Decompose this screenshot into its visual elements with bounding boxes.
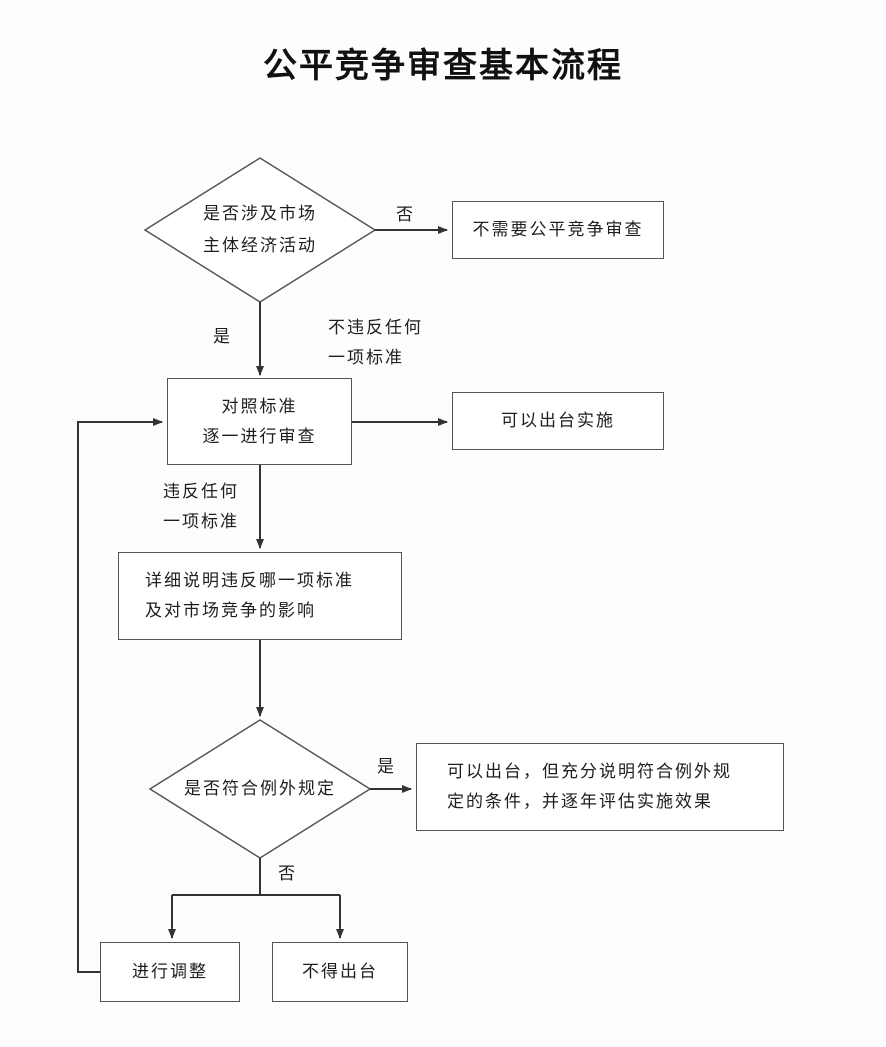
node-no-review-label: 不需要公平竞争审查 [472,220,644,240]
edge-label-yes-1: 是 [213,327,232,347]
node-adjust-label: 进行调整 [132,962,208,982]
edge-label-violation: 违反任何 一项标准 [163,482,239,532]
node-no-review: 不需要公平竞争审查 [452,201,664,259]
edge-label-no-2: 否 [278,864,297,884]
decision-market-text: 是否涉及市场 主体经济活动 [203,204,317,256]
node-exception-ok-label: 可以出台，但充分说明符合例外规 定的条件，并逐年评估实施效果 [447,762,732,812]
node-exception-ok: 可以出台，但充分说明符合例外规 定的条件，并逐年评估实施效果 [416,743,784,831]
node-compare-standards-label: 对照标准 逐一进行审查 [202,396,317,447]
node-adjust: 进行调整 [100,942,240,1002]
edge-label-yes-2: 是 [377,757,396,777]
edge-label-no-1: 否 [396,205,415,225]
node-not-allowed-label: 不得出台 [302,962,378,982]
node-explain-violation: 详细说明违反哪一项标准 及对市场竞争的影响 [118,552,402,640]
arrow-adjust-loopback [77,418,163,973]
page-title: 公平竞争审查基本流程 [263,46,623,86]
node-not-allowed: 不得出台 [272,942,408,1002]
node-can-implement: 可以出台实施 [452,392,664,450]
node-compare-standards: 对照标准 逐一进行审查 [167,378,352,465]
node-can-implement-label: 可以出台实施 [501,411,615,431]
edge-label-no-violation: 不违反任何 一项标准 [328,318,423,368]
node-explain-violation-label: 详细说明违反哪一项标准 及对市场竞争的影响 [145,571,354,621]
decision-exception-text: 是否符合例外规定 [184,779,336,799]
